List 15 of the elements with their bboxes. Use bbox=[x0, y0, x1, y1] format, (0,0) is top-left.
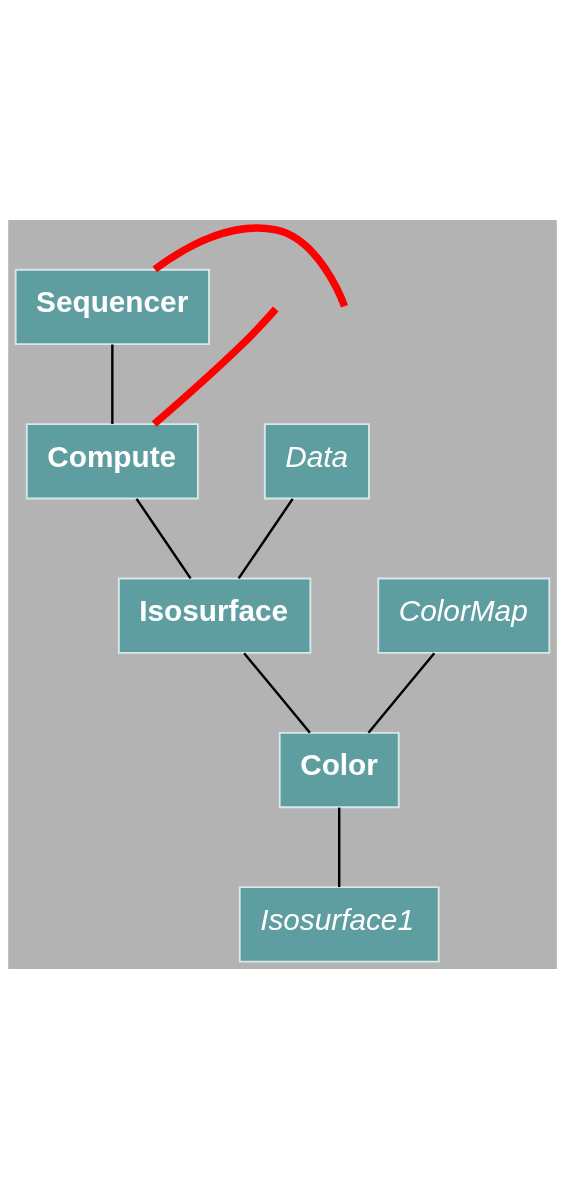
node-box: ColorMap bbox=[377, 577, 551, 654]
connector bbox=[111, 344, 114, 424]
node-box: Sequencer bbox=[14, 268, 210, 345]
node-box: Isosurface1 bbox=[238, 885, 440, 962]
node-box: Data bbox=[263, 422, 370, 499]
connector bbox=[151, 306, 279, 427]
connector bbox=[243, 651, 311, 733]
connector bbox=[237, 497, 294, 579]
node-box: Isosurface bbox=[117, 577, 312, 654]
connector bbox=[367, 651, 436, 733]
node-box: Compute bbox=[25, 422, 199, 499]
node-box: Color bbox=[278, 731, 400, 808]
connector bbox=[152, 223, 348, 308]
connector bbox=[338, 807, 341, 887]
connector bbox=[135, 497, 192, 579]
